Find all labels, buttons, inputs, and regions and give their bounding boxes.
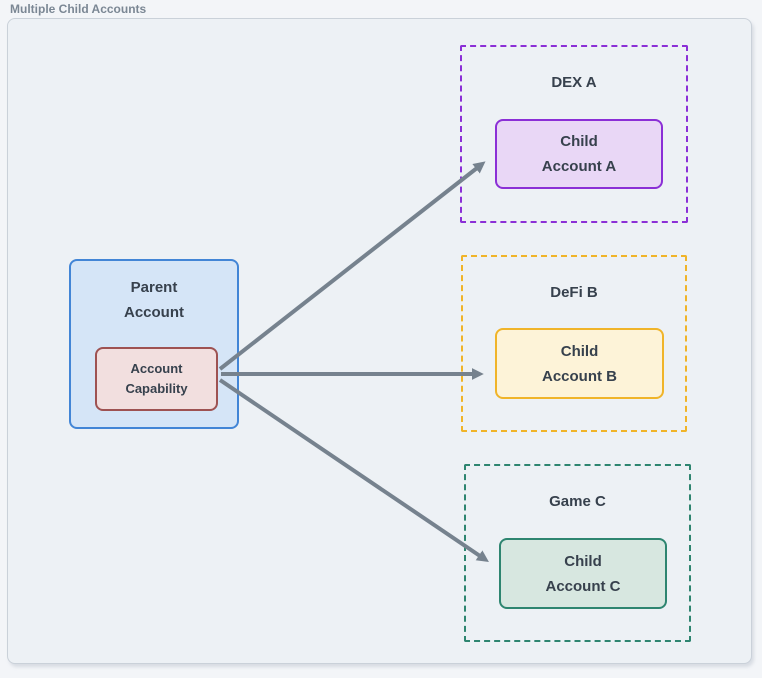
child-account-c-label-line2: Account C (545, 577, 621, 595)
group-game-c: Game C Child Account C (464, 464, 691, 642)
group-defi-b-label: DeFi B (550, 284, 598, 301)
group-dex-a-label: DEX A (551, 74, 597, 91)
child-account-b-node: Child Account B (495, 328, 664, 399)
parent-account-label-line1: Parent (130, 279, 178, 296)
parent-account-label-line2: Account (124, 304, 184, 321)
account-capability-label-line2: Capability (125, 381, 188, 396)
group-dex-a: DEX A Child Account A (460, 45, 688, 223)
group-defi-b: DeFi B Child Account B (461, 255, 687, 432)
account-capability-node: Account Capability (95, 347, 218, 411)
child-account-b-label-line2: Account B (542, 367, 617, 385)
child-account-a-label-line1: Child (560, 133, 598, 150)
parent-account-label: Parent Account (71, 275, 237, 325)
child-account-a-label-line2: Account A (541, 158, 617, 175)
child-account-b-label-line1: Child (560, 342, 599, 360)
group-game-c-label: Game C (549, 493, 606, 510)
diagram-panel: Parent Account Account Capability DEX A … (7, 18, 752, 664)
diagram-title: Multiple Child Accounts (10, 2, 147, 16)
child-account-c-label-line1: Child (564, 552, 602, 570)
parent-account-node: Parent Account Account Capability (69, 259, 239, 429)
account-capability-label-line1: Account (130, 361, 183, 376)
child-account-c-node: Child Account C (499, 538, 667, 609)
child-account-a-node: Child Account A (495, 119, 663, 189)
